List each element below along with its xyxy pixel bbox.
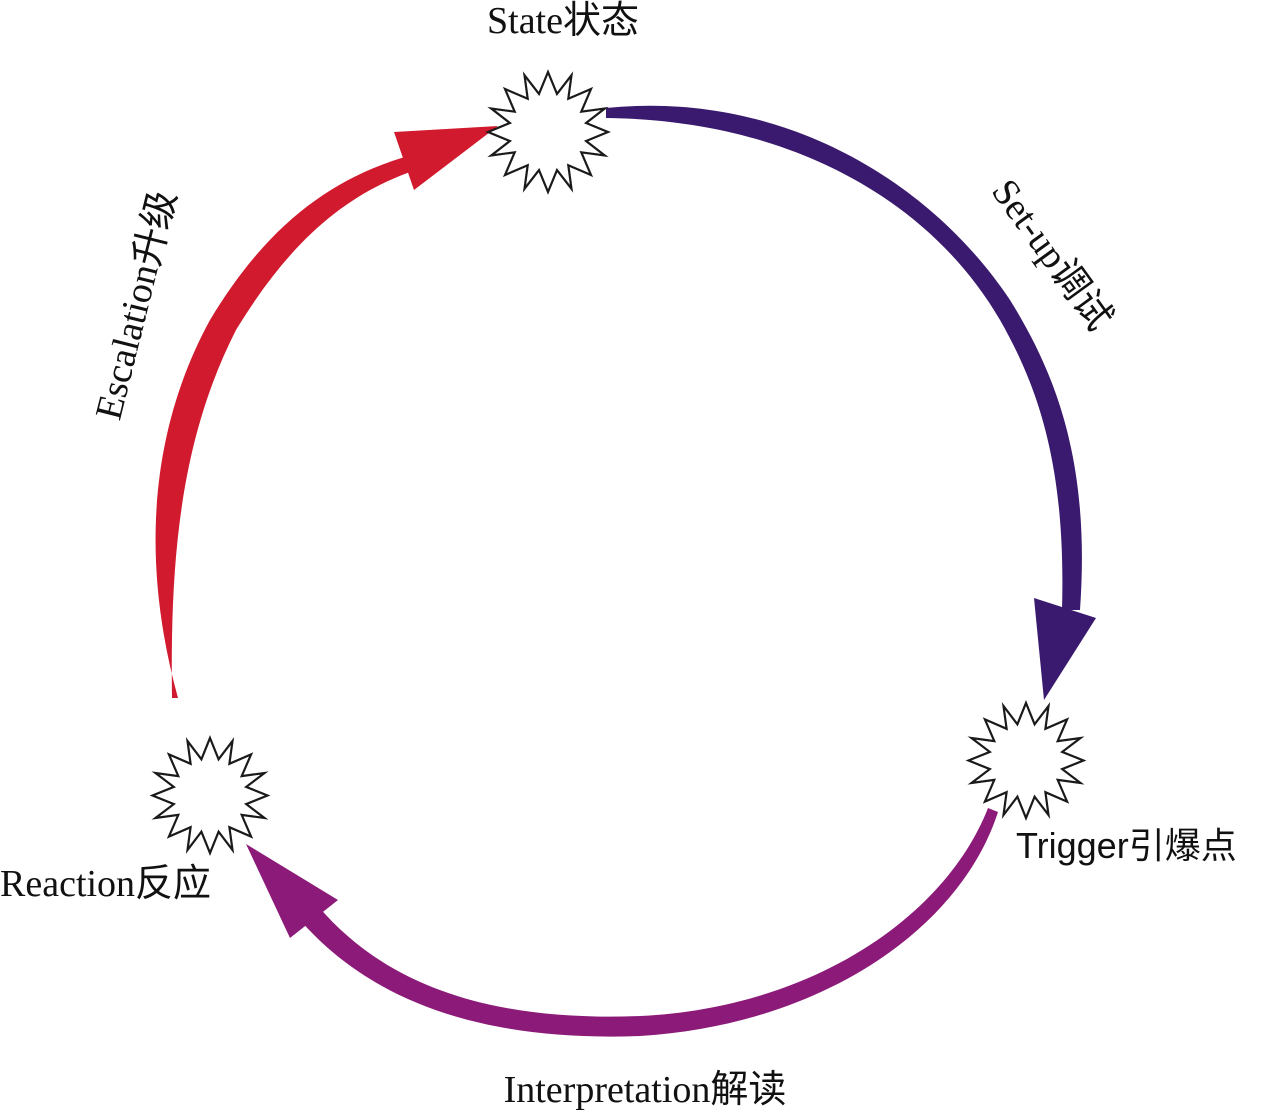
interpretation-arrowhead: [246, 844, 338, 938]
interpretation-arrow-body: [300, 808, 998, 1037]
trigger-star-icon: [965, 700, 1087, 821]
escalation-arrow-body: [155, 150, 436, 698]
setup-arrowhead: [1034, 598, 1096, 700]
reaction-star-icon: [149, 735, 271, 856]
escalation-arrowhead: [394, 126, 498, 190]
state-label: State状态: [487, 0, 639, 42]
escalation-label: Escalation升级: [88, 186, 185, 423]
interpretation-label: Interpretation解读: [504, 1069, 787, 1111]
trigger-label: Trigger引爆点: [1016, 825, 1237, 866]
reaction-label: Reaction反应: [0, 863, 211, 905]
state-star-icon: [485, 69, 611, 195]
